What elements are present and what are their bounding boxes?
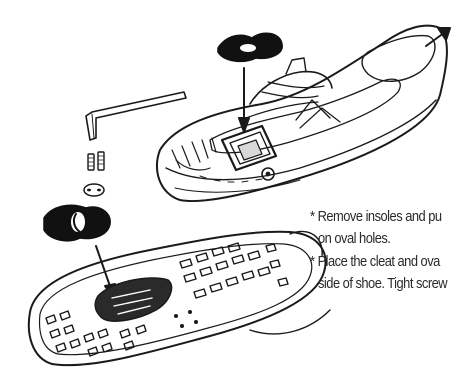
screws-drawing (88, 152, 104, 170)
upper-shoe-drawing (157, 26, 447, 201)
instruction-2-line-1: * Place the cleat and ova (310, 252, 458, 271)
upper-install-arrow (239, 68, 249, 132)
instruction-2-line-2: side of shoe. Tight screw (318, 274, 458, 293)
lower-cleat-part (44, 205, 110, 241)
lower-shoe-drawing (29, 231, 330, 365)
instruction-1-line-1: * Remove insoles and pu (310, 207, 458, 226)
instruction-1-line-2: on oval holes. (318, 229, 458, 248)
upper-cleat-part (218, 33, 282, 61)
hex-key-tool (86, 92, 186, 140)
washer-drawing (84, 184, 104, 196)
